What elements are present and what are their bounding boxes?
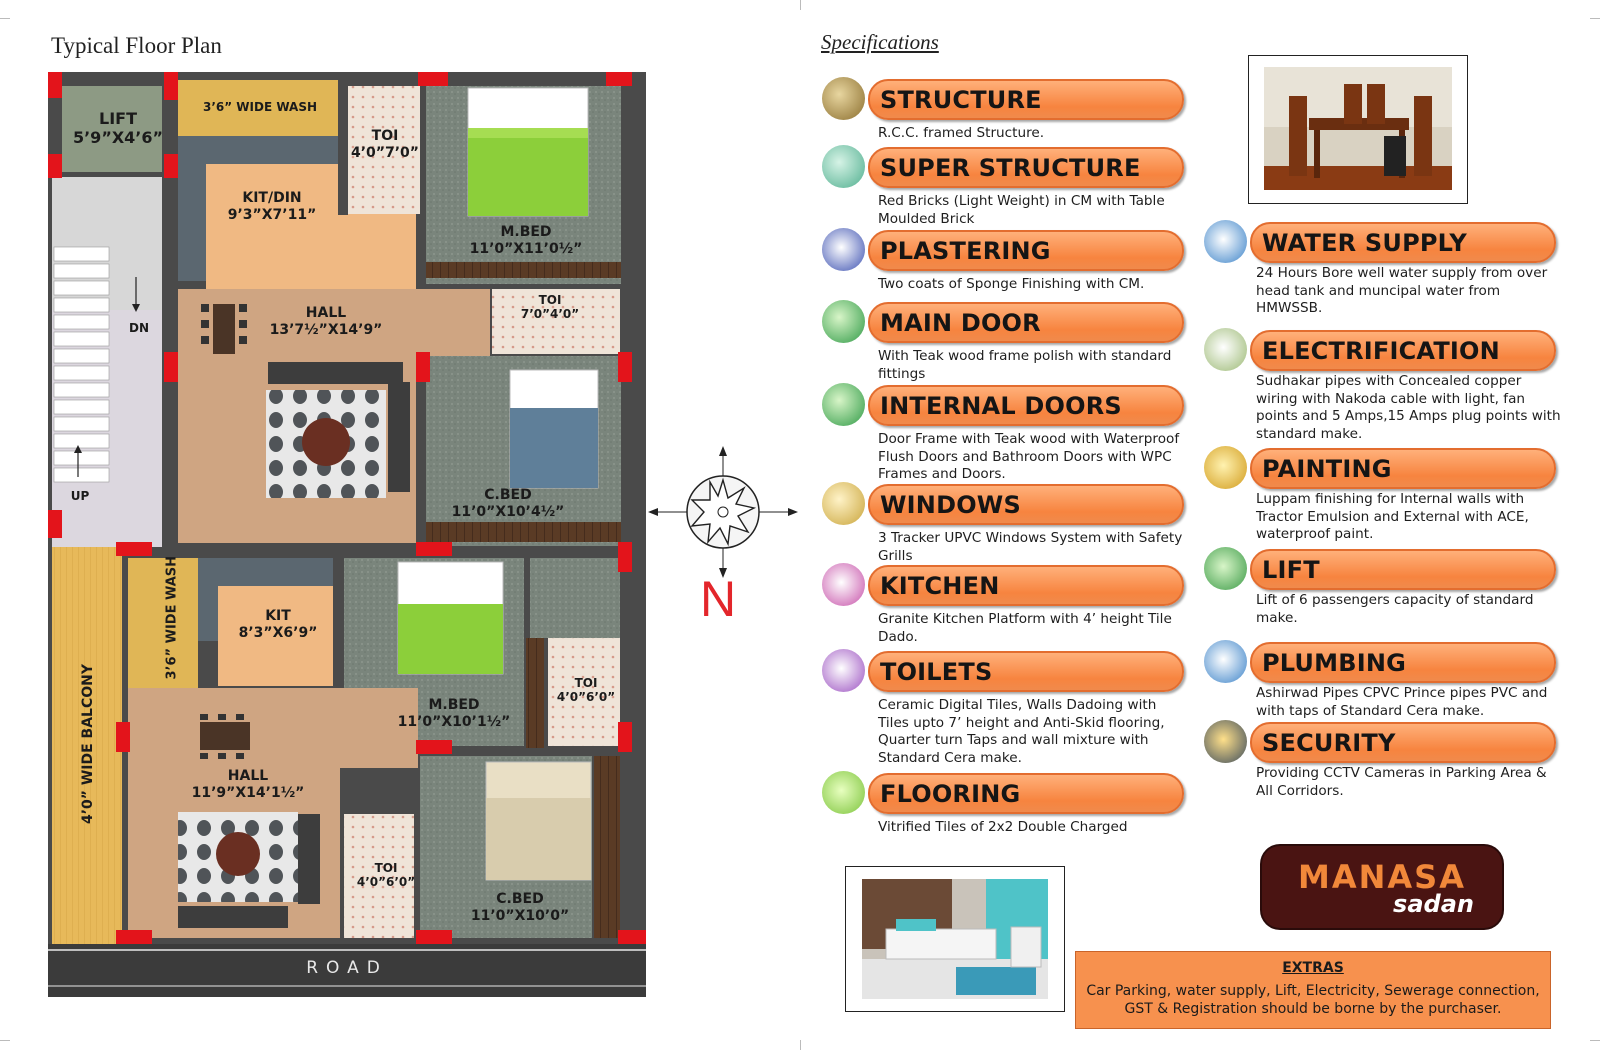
spec-heading-bar: WINDOWS (868, 484, 1184, 525)
spec-heading-bar: ELECTRIFICATION (1250, 330, 1556, 371)
dining-room-image (1264, 67, 1452, 190)
crop-mark (800, 0, 801, 10)
tap-icon (1204, 220, 1247, 263)
stairs-up-label: UP (70, 489, 90, 503)
staircase (53, 246, 110, 483)
paint-icon (1204, 446, 1247, 489)
spec-heading-bar: WATER SUPPLY (1250, 222, 1556, 263)
spec-heading-bar: SUPER STRUCTURE (868, 147, 1184, 188)
spec-description: With Teak wood frame polish with standar… (878, 348, 1172, 382)
spec-heading-bar: FLOORING (868, 773, 1184, 814)
spec-description: Door Frame with Teak wood with Waterproo… (878, 431, 1180, 482)
switch-icon (1204, 328, 1247, 371)
crop-mark (800, 1040, 801, 1050)
spec-description: Red Bricks (Light Weight) in CM with Tab… (878, 193, 1165, 227)
bedroom-photo (845, 866, 1065, 1012)
manasa-sadan-logo: MANASA sadan (1262, 846, 1502, 928)
spec-description: Ceramic Digital Tiles, Walls Dadoing wit… (878, 697, 1165, 766)
crop-mark (0, 1040, 10, 1041)
toilet-icon (822, 649, 865, 692)
floor-plan-drawing (48, 72, 646, 997)
lift-icon (1204, 547, 1247, 590)
logo-main-text: MANASA (1298, 858, 1466, 896)
spec-description: Sudhakar pipes with Concealed copper wir… (1256, 373, 1561, 442)
extras-box: EXTRAS Car Parking, water supply, Lift, … (1075, 951, 1551, 1029)
dining-room-photo (1248, 55, 1468, 204)
road-label: ROAD (306, 958, 388, 978)
column-markers (48, 72, 646, 944)
spec-description: Luppam finishing for Internal walls with… (1256, 491, 1529, 542)
extras-title: EXTRAS (1282, 960, 1344, 976)
spec-heading-bar: INTERNAL DOORS (868, 385, 1184, 426)
spec-heading-bar: PLASTERING (868, 230, 1184, 271)
spec-description: 3 Tracker UPVC Windows System with Safet… (878, 530, 1183, 564)
kitchen-icon (822, 563, 865, 606)
spec-description: R.C.C. framed Structure. (878, 125, 1045, 141)
spec-description: 24 Hours Bore well water supply from ove… (1256, 265, 1548, 316)
compass-icon (648, 446, 798, 578)
plaster-icon (822, 228, 865, 271)
bedroom-image (862, 879, 1048, 999)
spec-description: Lift of 6 passengers capacity of standar… (1256, 592, 1534, 626)
spec-heading-bar: TOILETS (868, 651, 1184, 692)
spec-heading-bar: PLUMBING (1250, 642, 1556, 683)
stairs-down-label: DN (128, 321, 150, 335)
extras-line-2: GST & Registration should be borne by th… (1124, 1001, 1502, 1017)
spec-heading-bar: SECURITY (1250, 722, 1556, 763)
spec-heading-bar: PAINTING (1250, 448, 1556, 489)
spec-description: Granite Kitchen Platform with 4’ height … (878, 611, 1172, 645)
window-icon (822, 482, 865, 525)
room-wash-top: 3’6” WIDE WASH (202, 100, 318, 114)
brick-icon (822, 145, 865, 188)
door-icon (822, 300, 865, 343)
crop-mark (1590, 1040, 1600, 1041)
spec-description: Providing CCTV Cameras in Parking Area &… (1256, 765, 1547, 799)
north-label: N (700, 571, 737, 627)
specifications-title: Specifications (821, 30, 939, 54)
extras-text: Car Parking, water supply, Lift, Electri… (1076, 982, 1550, 1018)
tile-icon (822, 771, 865, 814)
balcony-label: 4’0” WIDE BALCONY (80, 663, 96, 825)
logo-sub-text: sadan (1393, 890, 1474, 918)
spec-heading-bar: KITCHEN (868, 565, 1184, 606)
spec-description: Two coats of Sponge Finishing with CM. (878, 276, 1145, 292)
crop-mark (1590, 18, 1600, 19)
floor-plan-title: Typical Floor Plan (51, 33, 222, 58)
cctv-icon (1204, 720, 1247, 763)
spec-heading-bar: LIFT (1250, 549, 1556, 590)
spec-description: Ashirwad Pipes CPVC Prince pipes PVC and… (1256, 685, 1548, 719)
structure-icon (822, 77, 865, 120)
tap-icon (1204, 640, 1247, 683)
extras-line-1: Car Parking, water supply, Lift, Electri… (1086, 983, 1540, 999)
spec-heading-bar: STRUCTURE (868, 79, 1184, 120)
crop-mark (0, 18, 10, 19)
spec-heading-bar: MAIN DOOR (868, 302, 1184, 343)
door-icon (822, 383, 865, 426)
room-wash-bottom: 3’6” WIDE WASH (164, 555, 180, 680)
spec-description: Vitrified Tiles of 2x2 Double Charged (878, 819, 1128, 835)
